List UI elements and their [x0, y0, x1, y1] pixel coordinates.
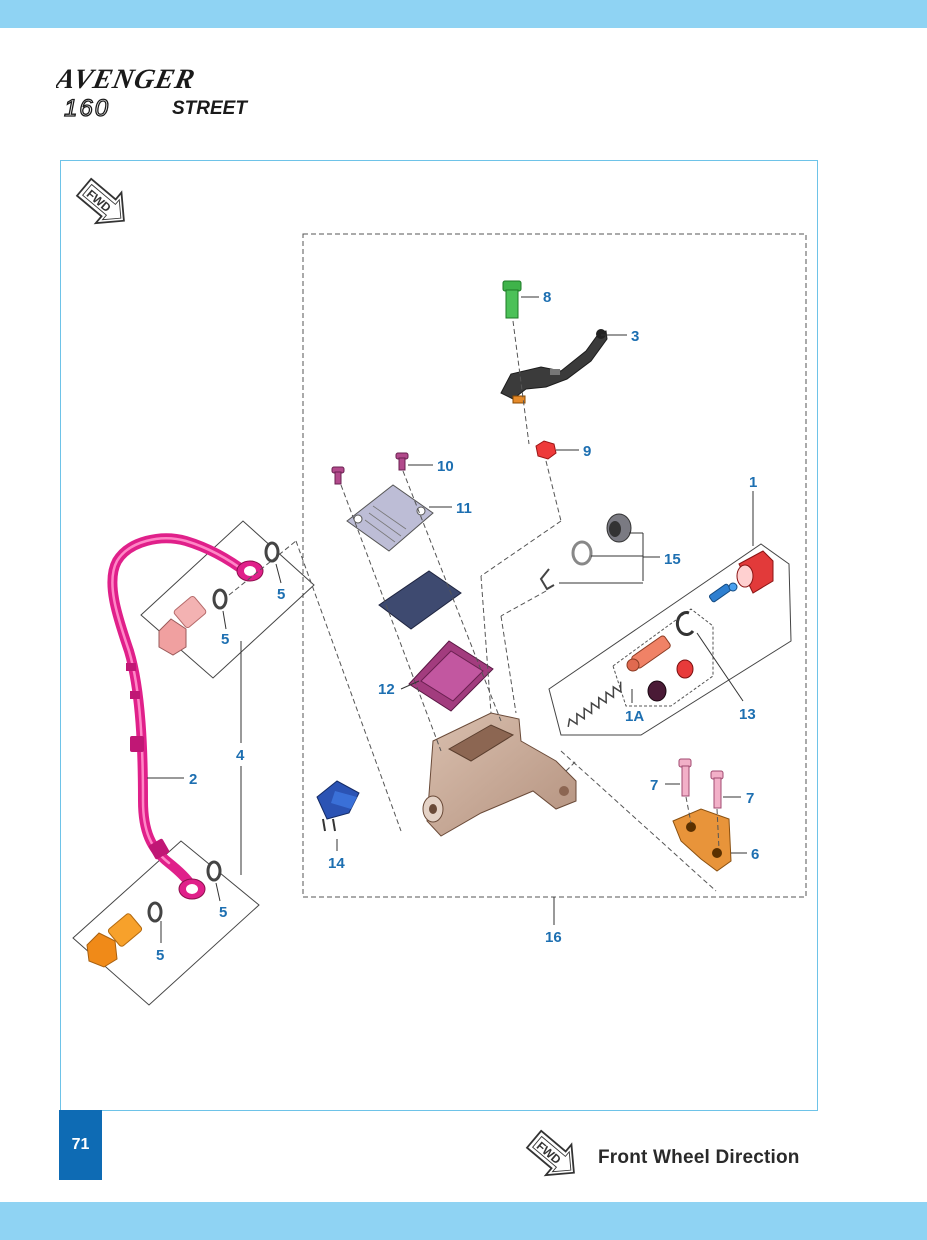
logo-avenger: AVENGER — [56, 64, 198, 95]
callout-7a: 7 — [650, 777, 658, 794]
callout-10: 10 — [437, 458, 454, 475]
diaphragm-plate-part — [378, 570, 462, 630]
callout-2: 2 — [189, 771, 197, 788]
banjo-bolt-upper-part — [158, 595, 207, 656]
callout-1a: 1A — [625, 708, 644, 725]
avenger-logo: AVENGER 160 STREET — [56, 64, 248, 122]
pushrod-part — [708, 582, 738, 603]
spring-part — [567, 681, 622, 727]
callout-3: 3 — [631, 328, 639, 345]
callout-12: 12 — [378, 681, 395, 698]
primary-seal-part — [647, 680, 667, 702]
fwd-arrow-icon: FWD — [75, 177, 125, 225]
banjo-bolt-lower-part — [86, 913, 143, 968]
lower-fitting-box — [72, 840, 260, 1006]
pivot-bolt-part — [502, 280, 522, 319]
clamp-bolt-part — [678, 758, 724, 809]
circlip-part — [539, 568, 555, 591]
callout-7b: 7 — [746, 790, 754, 807]
washer-part — [147, 541, 280, 923]
callout-4: 4 — [236, 747, 245, 764]
nut-part — [535, 440, 557, 460]
exploded-diagram: FWD — [72, 177, 807, 1006]
callout-8: 8 — [543, 289, 551, 306]
piston-subassembly-box — [612, 608, 714, 707]
callout-5c: 5 — [219, 904, 227, 921]
piston-part — [626, 635, 671, 672]
logo-160: 160 — [64, 95, 110, 122]
callout-5a: 5 — [277, 586, 285, 603]
brake-hose-part — [107, 533, 252, 890]
callout-15: 15 — [664, 551, 681, 568]
reservoir-cap-part — [346, 484, 434, 552]
snap-ring-part — [675, 611, 695, 636]
legend-fwd-arrow-icon: FWD — [525, 1129, 575, 1177]
top-band — [0, 0, 927, 28]
master-cylinder-body-part — [422, 712, 577, 837]
legend-text: Front Wheel Direction — [598, 1147, 800, 1168]
upper-fitting-box — [140, 520, 315, 679]
boot-part — [606, 513, 632, 543]
piston-assembly-box — [548, 543, 792, 736]
callout-1: 1 — [749, 474, 757, 491]
callout-5b: 5 — [221, 631, 229, 648]
callout-9: 9 — [583, 443, 591, 460]
logo-street: STREET — [172, 98, 248, 119]
bottom-band — [0, 1202, 927, 1240]
callout-5d: 5 — [156, 947, 164, 964]
screw-part — [331, 452, 409, 485]
callout-6: 6 — [751, 846, 759, 863]
brake-switch-part — [316, 780, 360, 832]
seal-ring-part — [571, 540, 593, 566]
diaphragm-part — [408, 640, 494, 712]
cup-seal-part — [676, 659, 694, 679]
callout-16: 16 — [545, 929, 562, 946]
callout-13: 13 — [739, 706, 756, 723]
brake-lever-part — [500, 329, 608, 404]
diagram-frame: FWD — [60, 160, 818, 1111]
clamp-part — [672, 808, 732, 872]
page-number: 71 — [59, 1110, 102, 1180]
callout-14: 14 — [328, 855, 345, 872]
callout-11: 11 — [456, 500, 472, 517]
dust-cover-part — [736, 550, 774, 594]
